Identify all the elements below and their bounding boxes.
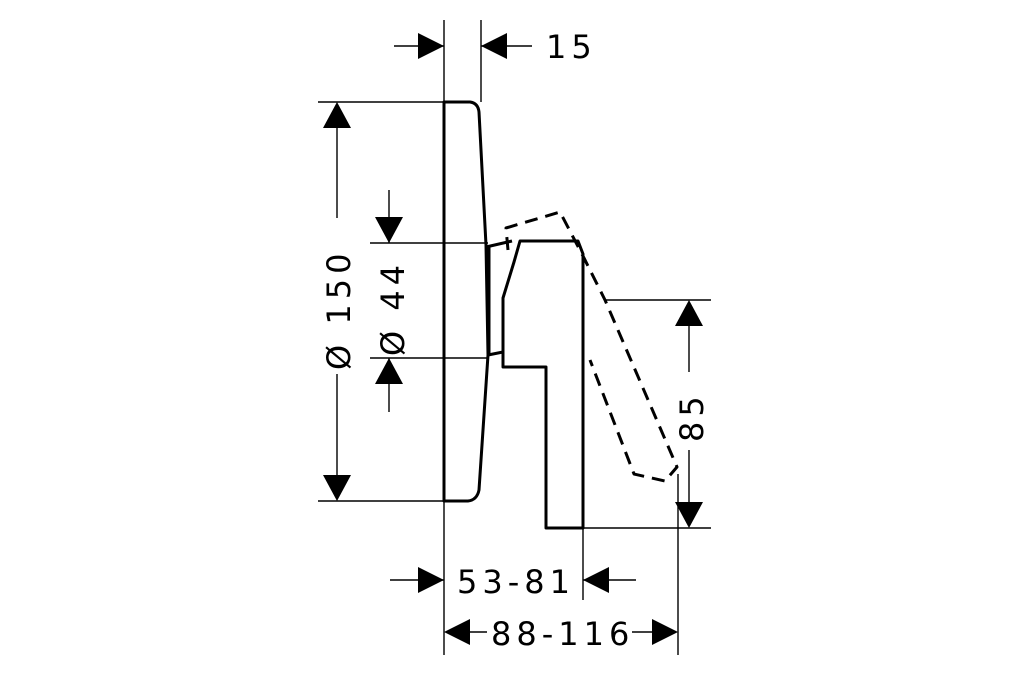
dimension-15: 15 [394,28,597,66]
dimension-15-label: 15 [546,28,597,66]
dimension-85: 85 [673,300,711,528]
boss-connector [485,239,513,357]
dimension-85-label: 85 [673,391,711,442]
dimension-53-81-label: 53-81 [457,563,575,601]
extension-lines [318,20,711,655]
dimension-53-81: 53-81 [390,563,636,601]
dimension-150-label: Ø 150 [320,249,358,370]
handle-rotated-dashed [504,210,679,483]
dimension-150: Ø 150 [320,102,358,501]
dimension-88-116-label: 88-116 [491,615,634,653]
dimension-44: Ø 44 [374,190,412,412]
dimension-88-116: 88-116 [444,615,678,653]
wall-plate [442,100,490,503]
handle-solid [501,239,585,530]
dimension-44-label: Ø 44 [374,260,412,356]
